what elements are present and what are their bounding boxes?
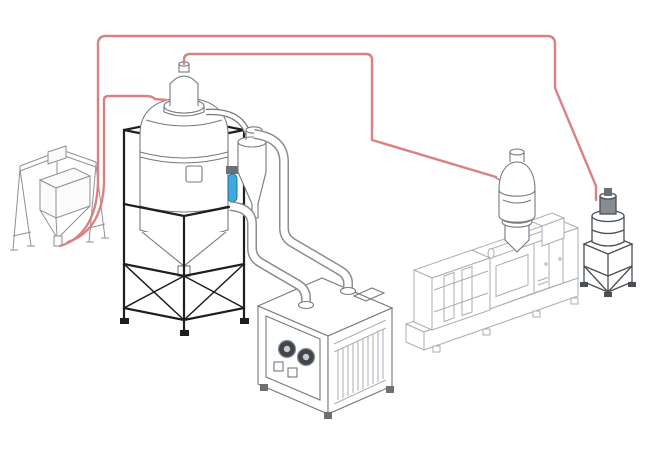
- guard-window: [495, 253, 529, 298]
- dryer-pipe-stub: [297, 300, 315, 310]
- dryer-switch: [273, 361, 284, 372]
- injection-molding-machine: [404, 212, 580, 353]
- line-hopper-to-machine-loader: [182, 52, 498, 179]
- big-bag-station: [10, 145, 109, 251]
- machine-hopper-loader: [493, 148, 536, 253]
- drying-hopper-stand-front: [120, 166, 249, 336]
- line-bigbag-to-drying-hopper: [66, 94, 168, 244]
- platen: [461, 265, 473, 317]
- drying-hopper: [139, 61, 229, 277]
- vacuum-conveying-lines: [58, 34, 598, 248]
- blue-slide-valve-handle: [226, 166, 240, 174]
- tie-bars: [433, 270, 489, 313]
- line-bigbag-to-dosing-unit: [58, 34, 598, 248]
- stand-foot: [120, 318, 129, 324]
- stand-foot: [180, 330, 189, 336]
- hopper-loader: [169, 75, 199, 106]
- dehumidifying-dryer: [256, 277, 394, 419]
- hoist-trolley: [47, 145, 67, 165]
- stand-foot: [240, 318, 249, 324]
- dryer-pipe-stub: [339, 286, 357, 296]
- process-air-pipes: [229, 129, 357, 310]
- bag-outlet: [53, 235, 63, 247]
- hopper-sight-door: [185, 165, 203, 183]
- dryer-switch: [287, 367, 298, 378]
- dosing-unit: [580, 188, 636, 297]
- platen: [443, 271, 455, 323]
- blue-slide-valve-handle: [227, 173, 238, 203]
- dosing-motor-cap: [604, 188, 612, 196]
